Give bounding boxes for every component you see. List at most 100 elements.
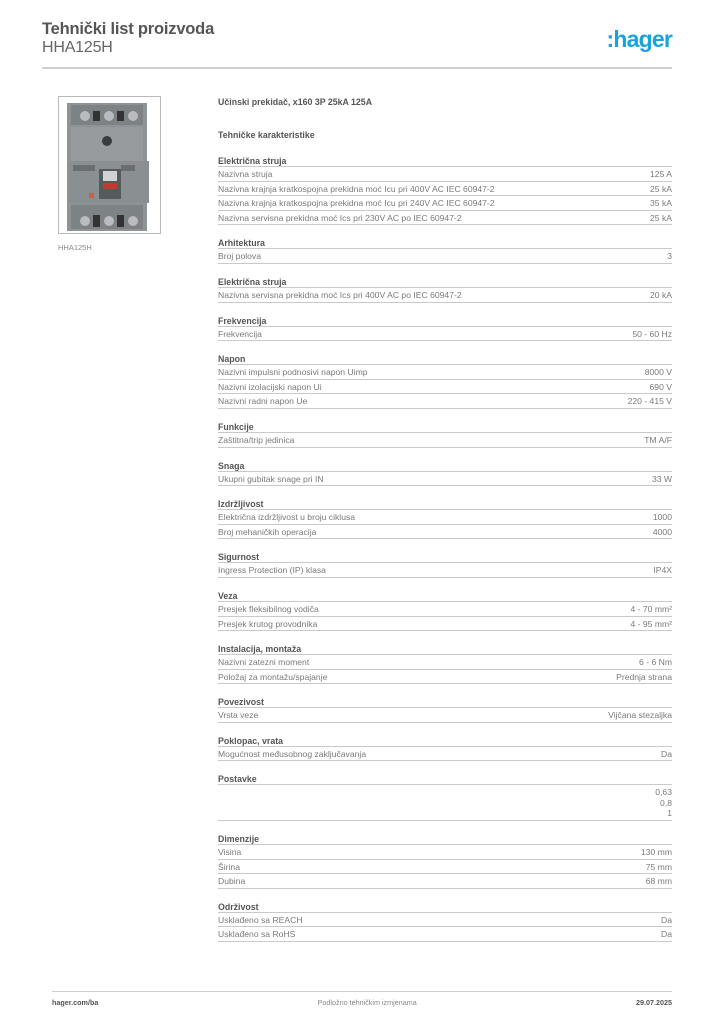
section-title: Napon: [218, 353, 672, 366]
spec-value: Da: [661, 914, 672, 925]
spec-row: Nazivna servisna prekidna moć Ics pri 40…: [218, 288, 672, 303]
spec-value: 1: [667, 807, 672, 818]
spec-value: Da: [661, 929, 672, 940]
footer-date: 29.07.2025: [636, 998, 672, 1007]
footer-note: Podložno tehničkim izmjenama: [317, 998, 417, 1007]
spec-label: Dubina: [218, 876, 246, 887]
spec-label: Usklađeno sa RoHS: [218, 929, 296, 940]
spec-row: Nazivni impulsni podnosivi napon Uimp 800…: [218, 365, 672, 380]
spec-label: Nazivni impulsni podnosivi napon Uimp: [218, 367, 368, 378]
spec-value: 35 kA: [650, 198, 672, 209]
spec-label: Nazivni izolacijski napon Ui: [218, 381, 322, 392]
spec-label: Frekvencija: [218, 328, 262, 339]
spec-label: Presjek fleksibilnog vodiča: [218, 603, 319, 614]
footer-website: hager.com/ba: [52, 998, 99, 1007]
section-title: Električna struja: [218, 276, 672, 288]
spec-value: 20 kA: [650, 289, 672, 300]
spec-label: Visina: [218, 847, 242, 858]
spec-value: 4 - 70 mm²: [630, 603, 672, 614]
spec-row: Ingress Protection (IP) klasa IP4X: [218, 563, 672, 578]
spec-label: Nazivna servisna prekidna moć Ics pri 23…: [218, 212, 462, 223]
circuit-breaker-illustration: [67, 103, 149, 231]
spec-label: Nazivna krajnja kratkospojna prekidna mo…: [218, 183, 495, 194]
spec-value: 125 A: [650, 169, 672, 179]
spec-label: Širina: [218, 861, 240, 872]
section-title: Veza: [218, 590, 672, 602]
spec-value: 8000 V: [644, 367, 672, 378]
section-title: Dimenzije: [218, 833, 672, 846]
spec-row: Nazivna struja 125 A: [218, 167, 672, 182]
spec-label: Ukupni gubitak snage pri IN: [218, 473, 324, 484]
spec-label: Električna izdržljivost u broju ciklusa: [218, 512, 356, 523]
section-title: Izdržljivost: [218, 498, 672, 511]
section-title: Poklopac, vrata: [218, 735, 672, 747]
spec-value: Da: [661, 748, 672, 759]
spec-value: 6 - 6 Nm: [639, 657, 672, 668]
spec-label: Presjek krutog provodnika: [218, 618, 318, 629]
spec-row: Presjek fleksibilnog vodiča 4 - 70 mm²: [218, 602, 672, 617]
spec-row: Električna izdržljivost u broju ciklusa 1…: [218, 510, 672, 525]
spec-label: Zaštitna/trip jedinica: [218, 434, 295, 445]
spec-value: 1000: [652, 512, 672, 523]
spec-label: Nazivni radni napon Ue: [218, 396, 308, 407]
hager-logo: :hager: [606, 26, 673, 52]
page-footer: hager.com/ba Podložno tehničkim izmjenam…: [52, 998, 672, 1007]
section-title: Funkcije: [218, 421, 672, 433]
section-title: Frekvencija: [218, 315, 672, 327]
spec-value: 0,8: [660, 797, 672, 808]
section-title: Sigurnost: [218, 551, 672, 564]
spec-value: 33 W: [651, 473, 672, 484]
product-image-caption: HHA125H: [58, 243, 92, 252]
product-name: Učinski prekidač, x160 3P 25kA 125A: [218, 97, 373, 107]
header-divider: [42, 67, 672, 69]
spec-row: Nazivna servisna prekidna moć Ics pri 23…: [218, 211, 672, 226]
page-header: Tehnički list proizvoda HHA125H :hager: [42, 20, 673, 68]
spec-label: Nazivna struja: [218, 169, 273, 179]
spec-row: Zaštitna/trip jedinica TM A/F: [218, 433, 672, 448]
spec-value: TM A/F: [644, 434, 672, 445]
footer-divider: [52, 991, 672, 992]
spec-value: 690 V: [649, 381, 672, 392]
spec-value: 4 - 95 mm²: [630, 618, 672, 629]
spec-label: Ingress Protection (IP) klasa: [218, 565, 326, 576]
spec-value: 75 mm: [645, 861, 672, 872]
spec-value: Prednja strana: [616, 671, 672, 682]
spec-value: 25 kA: [650, 212, 672, 223]
section-title: Arhitektura: [218, 237, 672, 250]
spec-row: Nazivna krajnja kratkospojna prekidna mo…: [218, 182, 672, 197]
spec-label: Broj polova: [218, 251, 261, 262]
spec-value: IP4X: [653, 565, 672, 576]
spec-content: Učinski prekidač, x160 3P 25kA 125A Tehn…: [218, 96, 672, 943]
spec-label: Vrsta veze: [218, 710, 259, 721]
section-title: Održivost: [218, 901, 672, 913]
spec-value: 50 - 60 Hz: [632, 328, 672, 339]
spec-value: 68 mm: [645, 876, 672, 887]
spec-label: Nazivna servisna prekidna moć Ics pri 40…: [218, 289, 462, 300]
spec-row: Frekvencija 50 - 60 Hz: [218, 327, 672, 342]
section-title: Instalacija, montaža: [218, 643, 672, 656]
product-image: [58, 96, 161, 234]
product-code: HHA125H: [42, 39, 113, 56]
spec-label: Broj mehaničkih operacija: [218, 526, 317, 537]
